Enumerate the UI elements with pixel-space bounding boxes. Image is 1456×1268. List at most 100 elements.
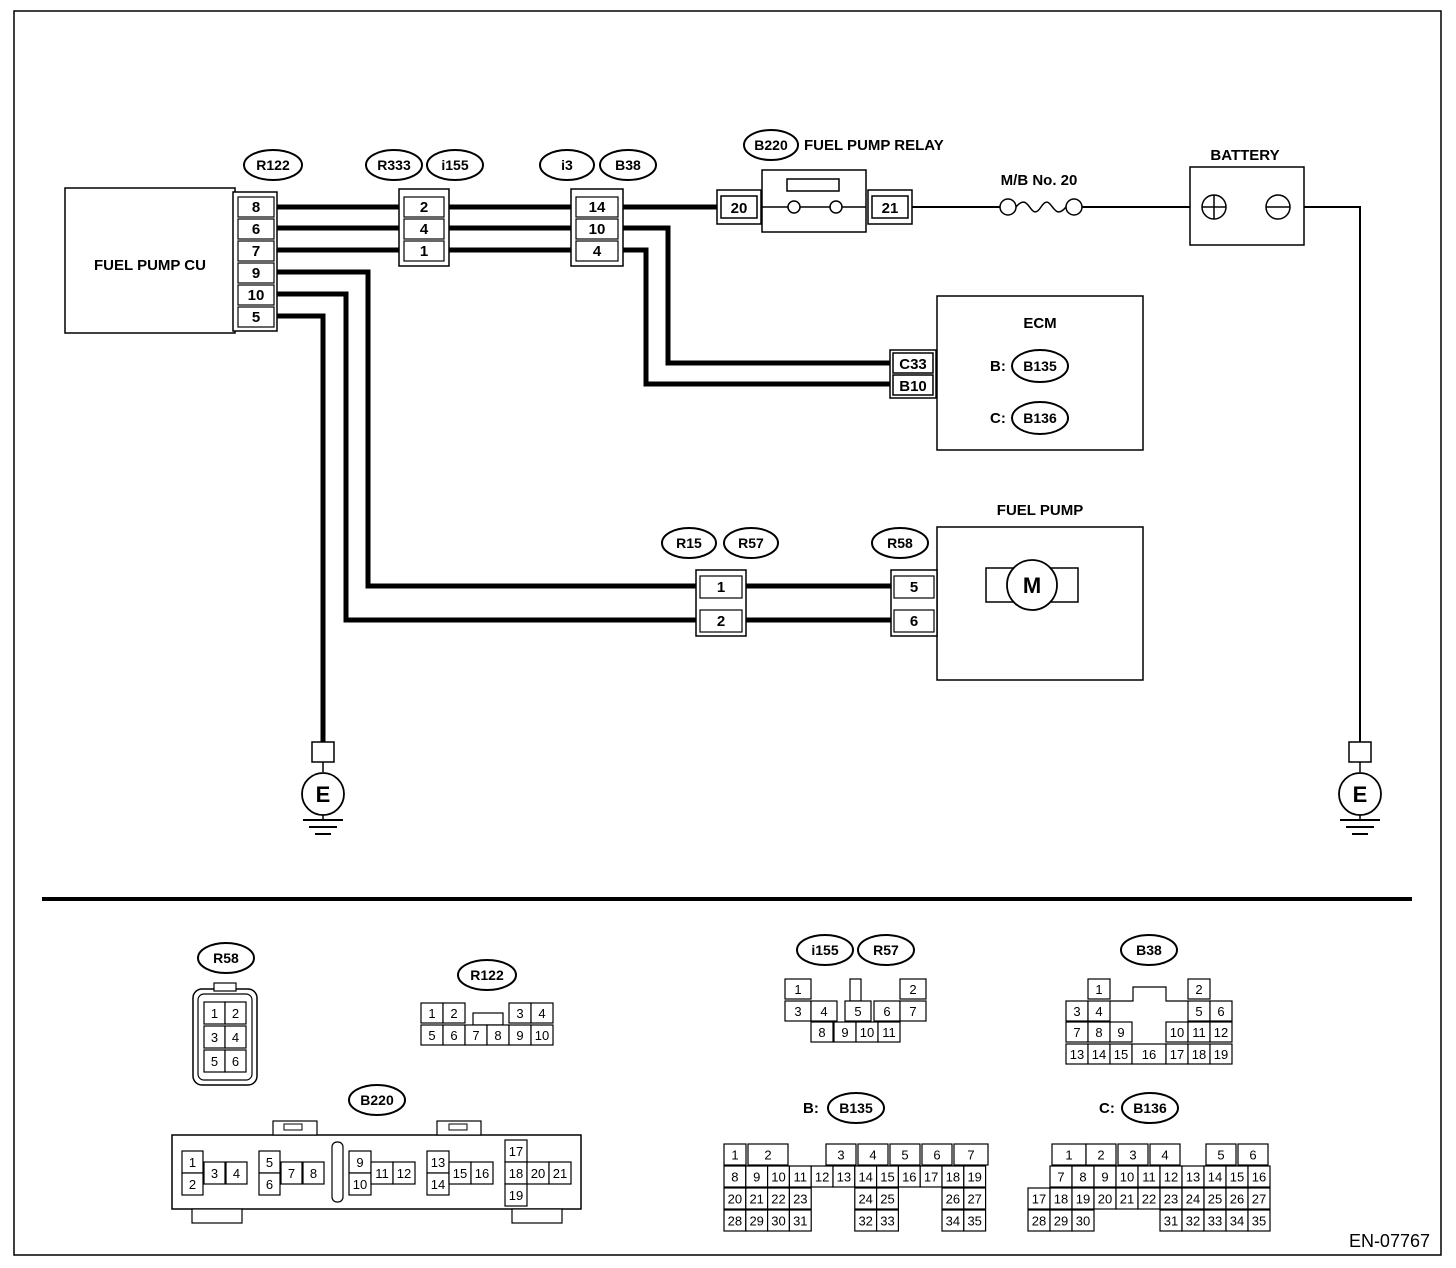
legend-b135-pin-1: 1 (731, 1148, 738, 1163)
legend-r122-pin-4-box (530, 1002, 554, 1024)
legend-b220-pin-16-box (470, 1161, 494, 1185)
motor-icon: M (985, 559, 1079, 611)
legend-b136-pin-13: 13 (1186, 1170, 1200, 1185)
legend-i155-pin-2-box (899, 978, 927, 1000)
legend-r122-pin-1: 1 (428, 1006, 435, 1021)
outer-frame (13, 10, 1442, 1256)
cu-pin-10: 10 (248, 287, 265, 304)
legend-b136-pin-22: 22 (1142, 1192, 1156, 1207)
legend-b136-pin-3-box (1117, 1143, 1149, 1166)
legend-r58-pin-1: 1 (211, 1006, 218, 1021)
legend-i155-tag-text: i155 (811, 942, 838, 958)
legend-i155-pin-3: 3 (794, 1004, 801, 1019)
legend-b220-pin-13: 13 (431, 1155, 445, 1170)
legend-b136-pin-24: 24 (1186, 1192, 1200, 1207)
legend-b136-pin-31: 31 (1164, 1214, 1178, 1229)
legend-b38-pin-16: 16 (1142, 1047, 1156, 1062)
cu-pin-8-box (237, 196, 275, 218)
ground-icon-right: E (1338, 741, 1382, 835)
legend-b135-pin-14: 14 (858, 1170, 872, 1185)
legend-b136-pin-2: 2 (1097, 1148, 1104, 1163)
legend-b220-pin-21: 21 (553, 1166, 567, 1181)
fuel-pump-cu-box (64, 187, 236, 334)
legend-b38-pin-7: 7 (1073, 1025, 1080, 1040)
legend-b136-pin-21: 21 (1120, 1192, 1134, 1207)
legend-b135-pin-31-box (788, 1209, 812, 1232)
legend-r58-pin-6-box (224, 1049, 247, 1073)
legend-b135-pin-33: 33 (880, 1214, 894, 1229)
legend-i155-pin-11: 11 (882, 1025, 896, 1040)
legend-i155-pin-7: 7 (909, 1004, 916, 1019)
legend-b136-pin-35-box (1247, 1209, 1271, 1232)
legend-r122-pin-2-box (442, 1002, 466, 1024)
cu-pin-10-box (237, 284, 275, 306)
battery-plus-icon (1201, 194, 1227, 220)
footer-code: EN-07767 (1349, 1231, 1430, 1251)
b220-tag-text: B220 (754, 137, 788, 153)
i3-tag: i3 (539, 149, 595, 181)
legend-b220-pin-10: 10 (353, 1177, 367, 1192)
relay-pin-20-text: 20 (731, 200, 748, 217)
legend-b135-pin-34: 34 (946, 1214, 960, 1229)
i155-tag-text: i155 (441, 157, 468, 173)
ecm-pin-c33 (892, 352, 934, 374)
legend-i155-pin-1: 1 (794, 982, 801, 997)
legend-b135-pin-3-box (825, 1143, 857, 1166)
legend-b135-pin-30: 30 (771, 1214, 785, 1229)
legend-b135-pin-3: 3 (837, 1148, 844, 1163)
r122-tag: R122 (243, 149, 303, 181)
legend-i155-pin-4-box (810, 1000, 838, 1022)
legend-b38-pin-19: 19 (1214, 1047, 1228, 1062)
legend-r58-pin-2: 2 (232, 1006, 239, 1021)
legend-b135-pin-15: 15 (880, 1170, 894, 1185)
legend-r57-tag-text: R57 (873, 942, 899, 958)
legend-b220-pin-8: 8 (310, 1166, 317, 1181)
b38-tag-text: B38 (615, 157, 641, 173)
legend-b220-pin-5: 5 (266, 1155, 273, 1170)
legend-b136-pin-25: 25 (1208, 1192, 1222, 1207)
legend-r58-tag-text: R58 (213, 950, 239, 966)
cu-pin-9-box (237, 262, 275, 284)
legend-r122-pin-10-box (530, 1024, 554, 1046)
legend-b135-pin-18: 18 (946, 1170, 960, 1185)
legend-b135-tag: B135 (827, 1092, 885, 1124)
legend-b38-pin-18: 18 (1192, 1047, 1206, 1062)
legend-b220-pin-4-box (225, 1161, 248, 1185)
cu-pin-6-box (237, 218, 275, 240)
legend-i155-pin-6: 6 (883, 1004, 890, 1019)
legend-b38-pin-1: 1 (1095, 982, 1102, 997)
legend-b135-pin-35-box (963, 1209, 987, 1232)
legend-b135-pin-23: 23 (793, 1192, 807, 1207)
i3-tag-text: i3 (561, 157, 573, 173)
legend-b135-pin-5: 5 (901, 1148, 908, 1163)
legend-c-prefix: C: (1099, 1100, 1115, 1117)
battery-minus-icon (1265, 194, 1291, 220)
legend-b38-pin-2-box (1187, 978, 1211, 1000)
legend-b136-pin-20: 20 (1098, 1192, 1112, 1207)
legend-b135-pin-16: 16 (902, 1170, 916, 1185)
legend-i155-pin-9: 9 (841, 1025, 848, 1040)
r15-pin-1-box (699, 575, 743, 599)
legend-b136-pin-27-box (1247, 1187, 1271, 1210)
legend-r58-tag: R58 (197, 942, 255, 974)
legend-b220-pin-15: 15 (453, 1166, 467, 1181)
legend-b135-pin-7: 7 (967, 1148, 974, 1163)
legend-b220-pin-2-box (181, 1172, 204, 1196)
r58-pin-6-box (893, 609, 935, 633)
fuse-icon (999, 198, 1083, 216)
legend-i155-pin-4: 4 (820, 1004, 827, 1019)
legend-b-prefix: B: (803, 1100, 819, 1117)
legend-b220-pin-6-box (258, 1172, 281, 1196)
r333-pin-4-box (403, 218, 445, 240)
legend-b38-pin-1-box (1087, 978, 1111, 1000)
legend-b220-pin-11: 11 (375, 1166, 389, 1181)
legend-b136-pin-15: 15 (1230, 1170, 1244, 1185)
legend-b135-pin-5-box (889, 1143, 921, 1166)
legend-i155-key (849, 978, 862, 1002)
legend-r122-pin-3: 3 (516, 1006, 523, 1021)
legend-b136-pin-34: 34 (1230, 1214, 1244, 1229)
legend-b136-pin-4: 4 (1161, 1148, 1168, 1163)
relay-pin-21 (871, 195, 909, 219)
legend-b136-pin-28: 28 (1032, 1214, 1046, 1229)
legend-r58-pin-3: 3 (211, 1030, 218, 1045)
